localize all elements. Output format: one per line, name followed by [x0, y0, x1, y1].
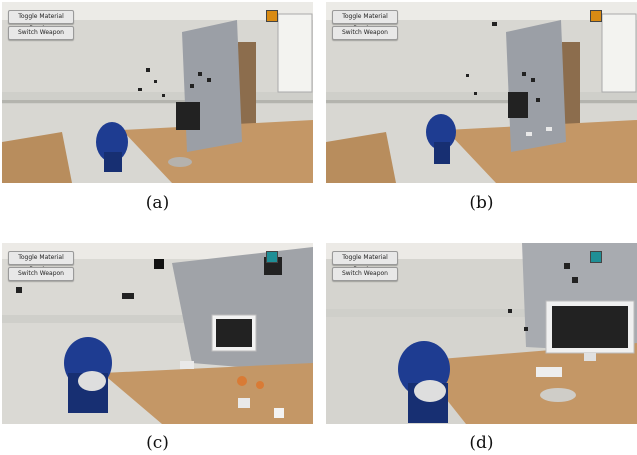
toggle-material-preview-button[interactable]: Toggle Material Preview: [332, 251, 398, 273]
material-color-swatch: [590, 10, 602, 22]
caption-b: (b): [469, 193, 494, 213]
switch-weapon-button[interactable]: Switch Weapon: [332, 267, 398, 281]
material-color-swatch: [266, 10, 278, 22]
caption-d: (d): [469, 433, 494, 453]
caption-a: (a): [145, 193, 170, 213]
material-color-swatch: [590, 251, 602, 263]
switch-weapon-button[interactable]: Switch Weapon: [8, 26, 74, 40]
switch-weapon-button[interactable]: Switch Weapon: [8, 267, 74, 281]
toggle-material-preview-button[interactable]: Toggle Material Preview: [332, 10, 398, 32]
caption-c: (c): [146, 433, 169, 453]
toggle-material-preview-button[interactable]: Toggle Material Preview: [8, 251, 74, 273]
panel-a: Toggle Material Preview Switch Weapon: [2, 2, 313, 183]
material-color-swatch: [266, 251, 278, 263]
switch-weapon-button[interactable]: Switch Weapon: [332, 26, 398, 40]
panel-d: Toggle Material Preview Switch Weapon: [326, 243, 637, 424]
panel-b: Toggle Material Preview Switch Weapon: [326, 2, 637, 183]
office-scene-a: [2, 2, 313, 183]
toggle-material-preview-button[interactable]: Toggle Material Preview: [8, 10, 74, 32]
panel-c: Toggle Material Preview Switch Weapon: [2, 243, 313, 424]
